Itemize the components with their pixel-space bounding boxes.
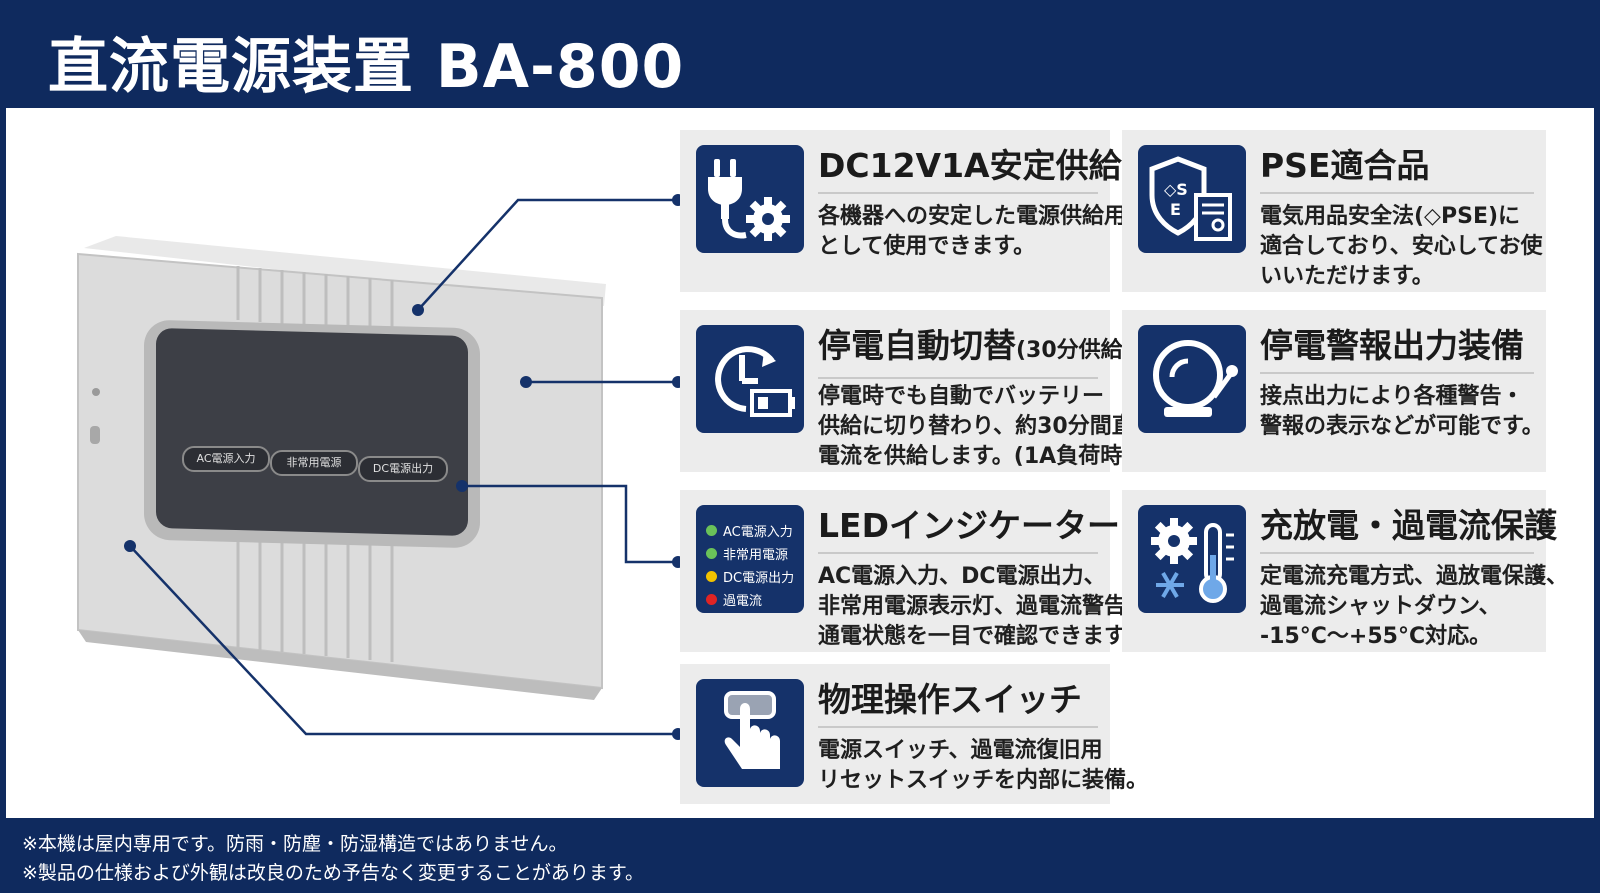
feature-card-led-indicator: AC電源入力 非常用電源 DC電源出力 過電流 LEDインジケーター AC電源入… bbox=[680, 490, 1171, 652]
main-panel: AC電源入力 非常用電源 DC電源出力 bbox=[6, 108, 1594, 818]
device-indicator-ac: AC電源入力 bbox=[182, 446, 270, 472]
card-title: 停電警報出力装備 bbox=[1260, 326, 1534, 374]
led-dot bbox=[706, 525, 717, 536]
led-dot bbox=[706, 571, 717, 582]
card-description: 定電流充電方式、過放電保護、 過電流シャットダウン、 -15°C〜+55°C対応… bbox=[1260, 564, 1569, 649]
feature-card-dc-supply: DC12V1A安定供給 各機器への安定した電源供給用 として使用できます。 bbox=[680, 130, 1127, 292]
led-dot bbox=[706, 548, 717, 559]
gear-snowflake-thermometer-icon bbox=[1138, 505, 1246, 613]
feature-card-alarm-output: 停電警報出力装備 接点出力により各種警告・ 警報の表示などが可能です。 bbox=[1122, 310, 1546, 472]
card-title: 物理操作スイッチ bbox=[818, 680, 1098, 728]
footer-bar: ※本機は屋内専用です。防雨・防塵・防湿構造ではありません。 ※製品の仕様および外… bbox=[0, 818, 1600, 893]
finger-press-button-icon bbox=[696, 679, 804, 787]
alarm-bell-icon bbox=[1138, 325, 1246, 433]
led-dot bbox=[706, 594, 717, 605]
led-item: 非常用電源 bbox=[706, 542, 794, 565]
led-indicator-list: AC電源入力 非常用電源 DC電源出力 過電流 bbox=[696, 505, 804, 613]
card-title: 停電自動切替(30分供給) bbox=[818, 326, 1133, 379]
card-title: DC12V1A安定供給 bbox=[818, 146, 1122, 194]
feature-card-auto-switch: 停電自動切替(30分供給) 停電時でも自動でバッテリー 供給に切り替わり、約30… bbox=[680, 310, 1134, 472]
pse-shield-certificate-icon: ◇S E bbox=[1138, 145, 1246, 253]
card-title: 充放電・過電流保護 bbox=[1260, 506, 1557, 554]
footer-note-indoor: ※本機は屋内専用です。防雨・防塵・防湿構造ではありません。 bbox=[22, 833, 568, 855]
card-description: AC電源入力、DC電源出力、 非常用電源表示灯、過電流警告灯、 通電状態を一目で… bbox=[818, 564, 1171, 649]
device-indicator-dc: DC電源出力 bbox=[358, 456, 448, 482]
card-description: 各機器への安定した電源供給用 として使用できます。 bbox=[818, 204, 1127, 259]
svg-text:◇S: ◇S bbox=[1164, 180, 1188, 199]
device-indicator-emergency-label: 非常用電源 bbox=[286, 456, 342, 469]
device-illustration: AC電源入力 非常用電源 DC電源出力 bbox=[6, 108, 684, 818]
feature-card-protection: 充放電・過電流保護 定電流充電方式、過放電保護、 過電流シャットダウン、 -15… bbox=[1122, 490, 1569, 652]
card-title: PSE適合品 bbox=[1260, 146, 1534, 194]
clock-battery-icon bbox=[696, 325, 804, 433]
led-item: 過電流 bbox=[706, 588, 794, 611]
footer-note-spec-change: ※製品の仕様および外観は改良のため予告なく変更することがあります。 bbox=[22, 862, 645, 884]
card-description: 接点出力により各種警告・ 警報の表示などが可能です。 bbox=[1260, 384, 1544, 439]
leader-lines bbox=[124, 194, 684, 740]
led-item: AC電源入力 bbox=[706, 519, 794, 542]
led-item: DC電源出力 bbox=[706, 565, 794, 588]
card-description: 停電時でも自動でバッテリー 供給に切り替わり、約30分間直 電流を供給します。(… bbox=[818, 384, 1134, 469]
feature-card-physical-switch: 物理操作スイッチ 電源スイッチ、過電流復旧用 リセットスイッチを内部に装備。 bbox=[680, 664, 1149, 804]
page-title: 直流電源装置 BA-800 bbox=[48, 32, 685, 102]
plug-gear-icon bbox=[696, 145, 804, 253]
feature-card-pse: ◇S E PSE適合品 電気用品安全法(◇PSE)に 適合しており、安心してお使… bbox=[1122, 130, 1546, 292]
svg-text:E: E bbox=[1170, 200, 1181, 219]
card-description: 電気用品安全法(◇PSE)に 適合しており、安心してお使 いいただけます。 bbox=[1260, 204, 1543, 289]
device-indicator-dc-label: DC電源出力 bbox=[372, 462, 434, 475]
device-indicator-emergency: 非常用電源 bbox=[270, 450, 358, 476]
card-title: LEDインジケーター bbox=[818, 506, 1120, 554]
device-indicator-ac-label: AC電源入力 bbox=[196, 452, 256, 465]
card-description: 電源スイッチ、過電流復旧用 リセットスイッチを内部に装備。 bbox=[818, 738, 1149, 793]
header-bar: 直流電源装置 BA-800 bbox=[0, 0, 1600, 108]
